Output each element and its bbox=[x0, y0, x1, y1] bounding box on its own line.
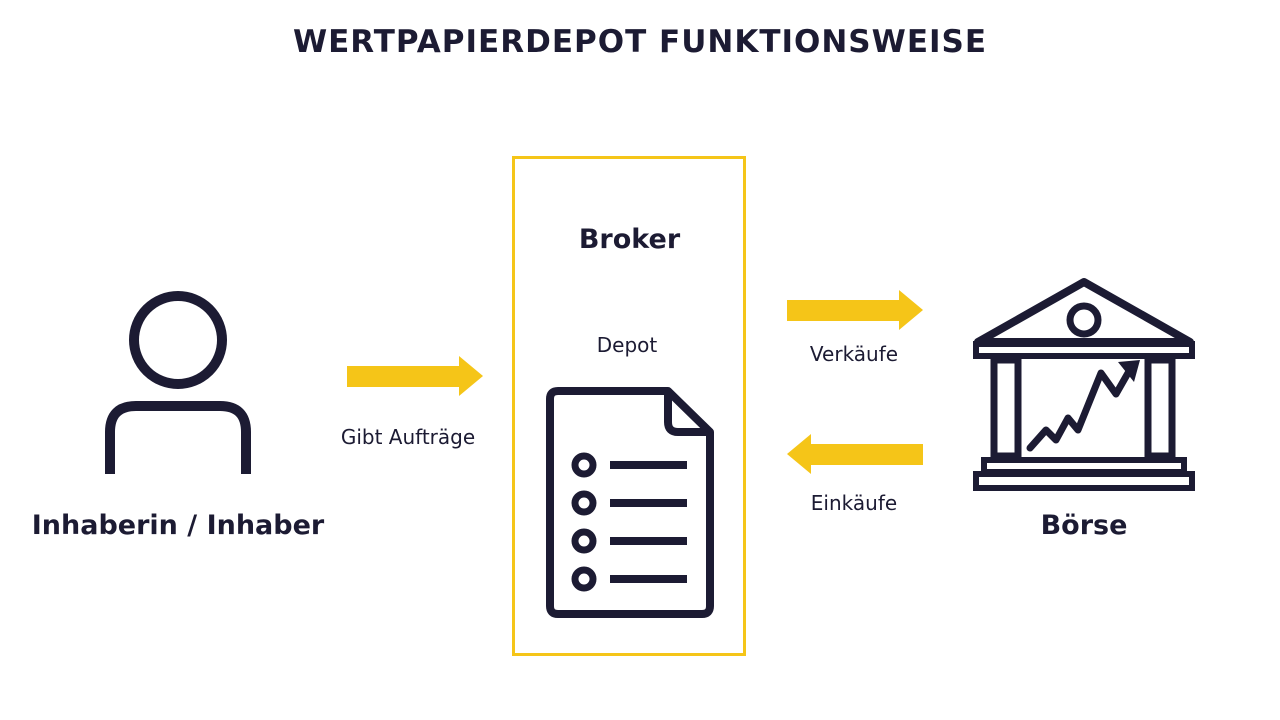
sales-arrow bbox=[787, 290, 923, 330]
purchases-label: Einkäufe bbox=[810, 491, 898, 515]
orders-arrow bbox=[347, 356, 483, 396]
purchases-arrow bbox=[787, 434, 923, 474]
diagram-title: WERTPAPIERDEPOT FUNKTIONSWEISE bbox=[292, 24, 988, 60]
broker-label: Broker bbox=[578, 224, 681, 255]
sales-label: Verkäufe bbox=[809, 342, 899, 366]
depot-label: Depot bbox=[596, 333, 658, 357]
orders-label: Gibt Aufträge bbox=[340, 425, 476, 449]
broker-box bbox=[512, 156, 746, 656]
document-list-icon bbox=[546, 387, 714, 618]
stock-exchange-building-icon bbox=[973, 278, 1195, 491]
person-icon bbox=[105, 291, 251, 474]
owner-label: Inhaberin / Inhaber bbox=[31, 510, 325, 541]
exchange-label: Börse bbox=[1040, 510, 1128, 541]
